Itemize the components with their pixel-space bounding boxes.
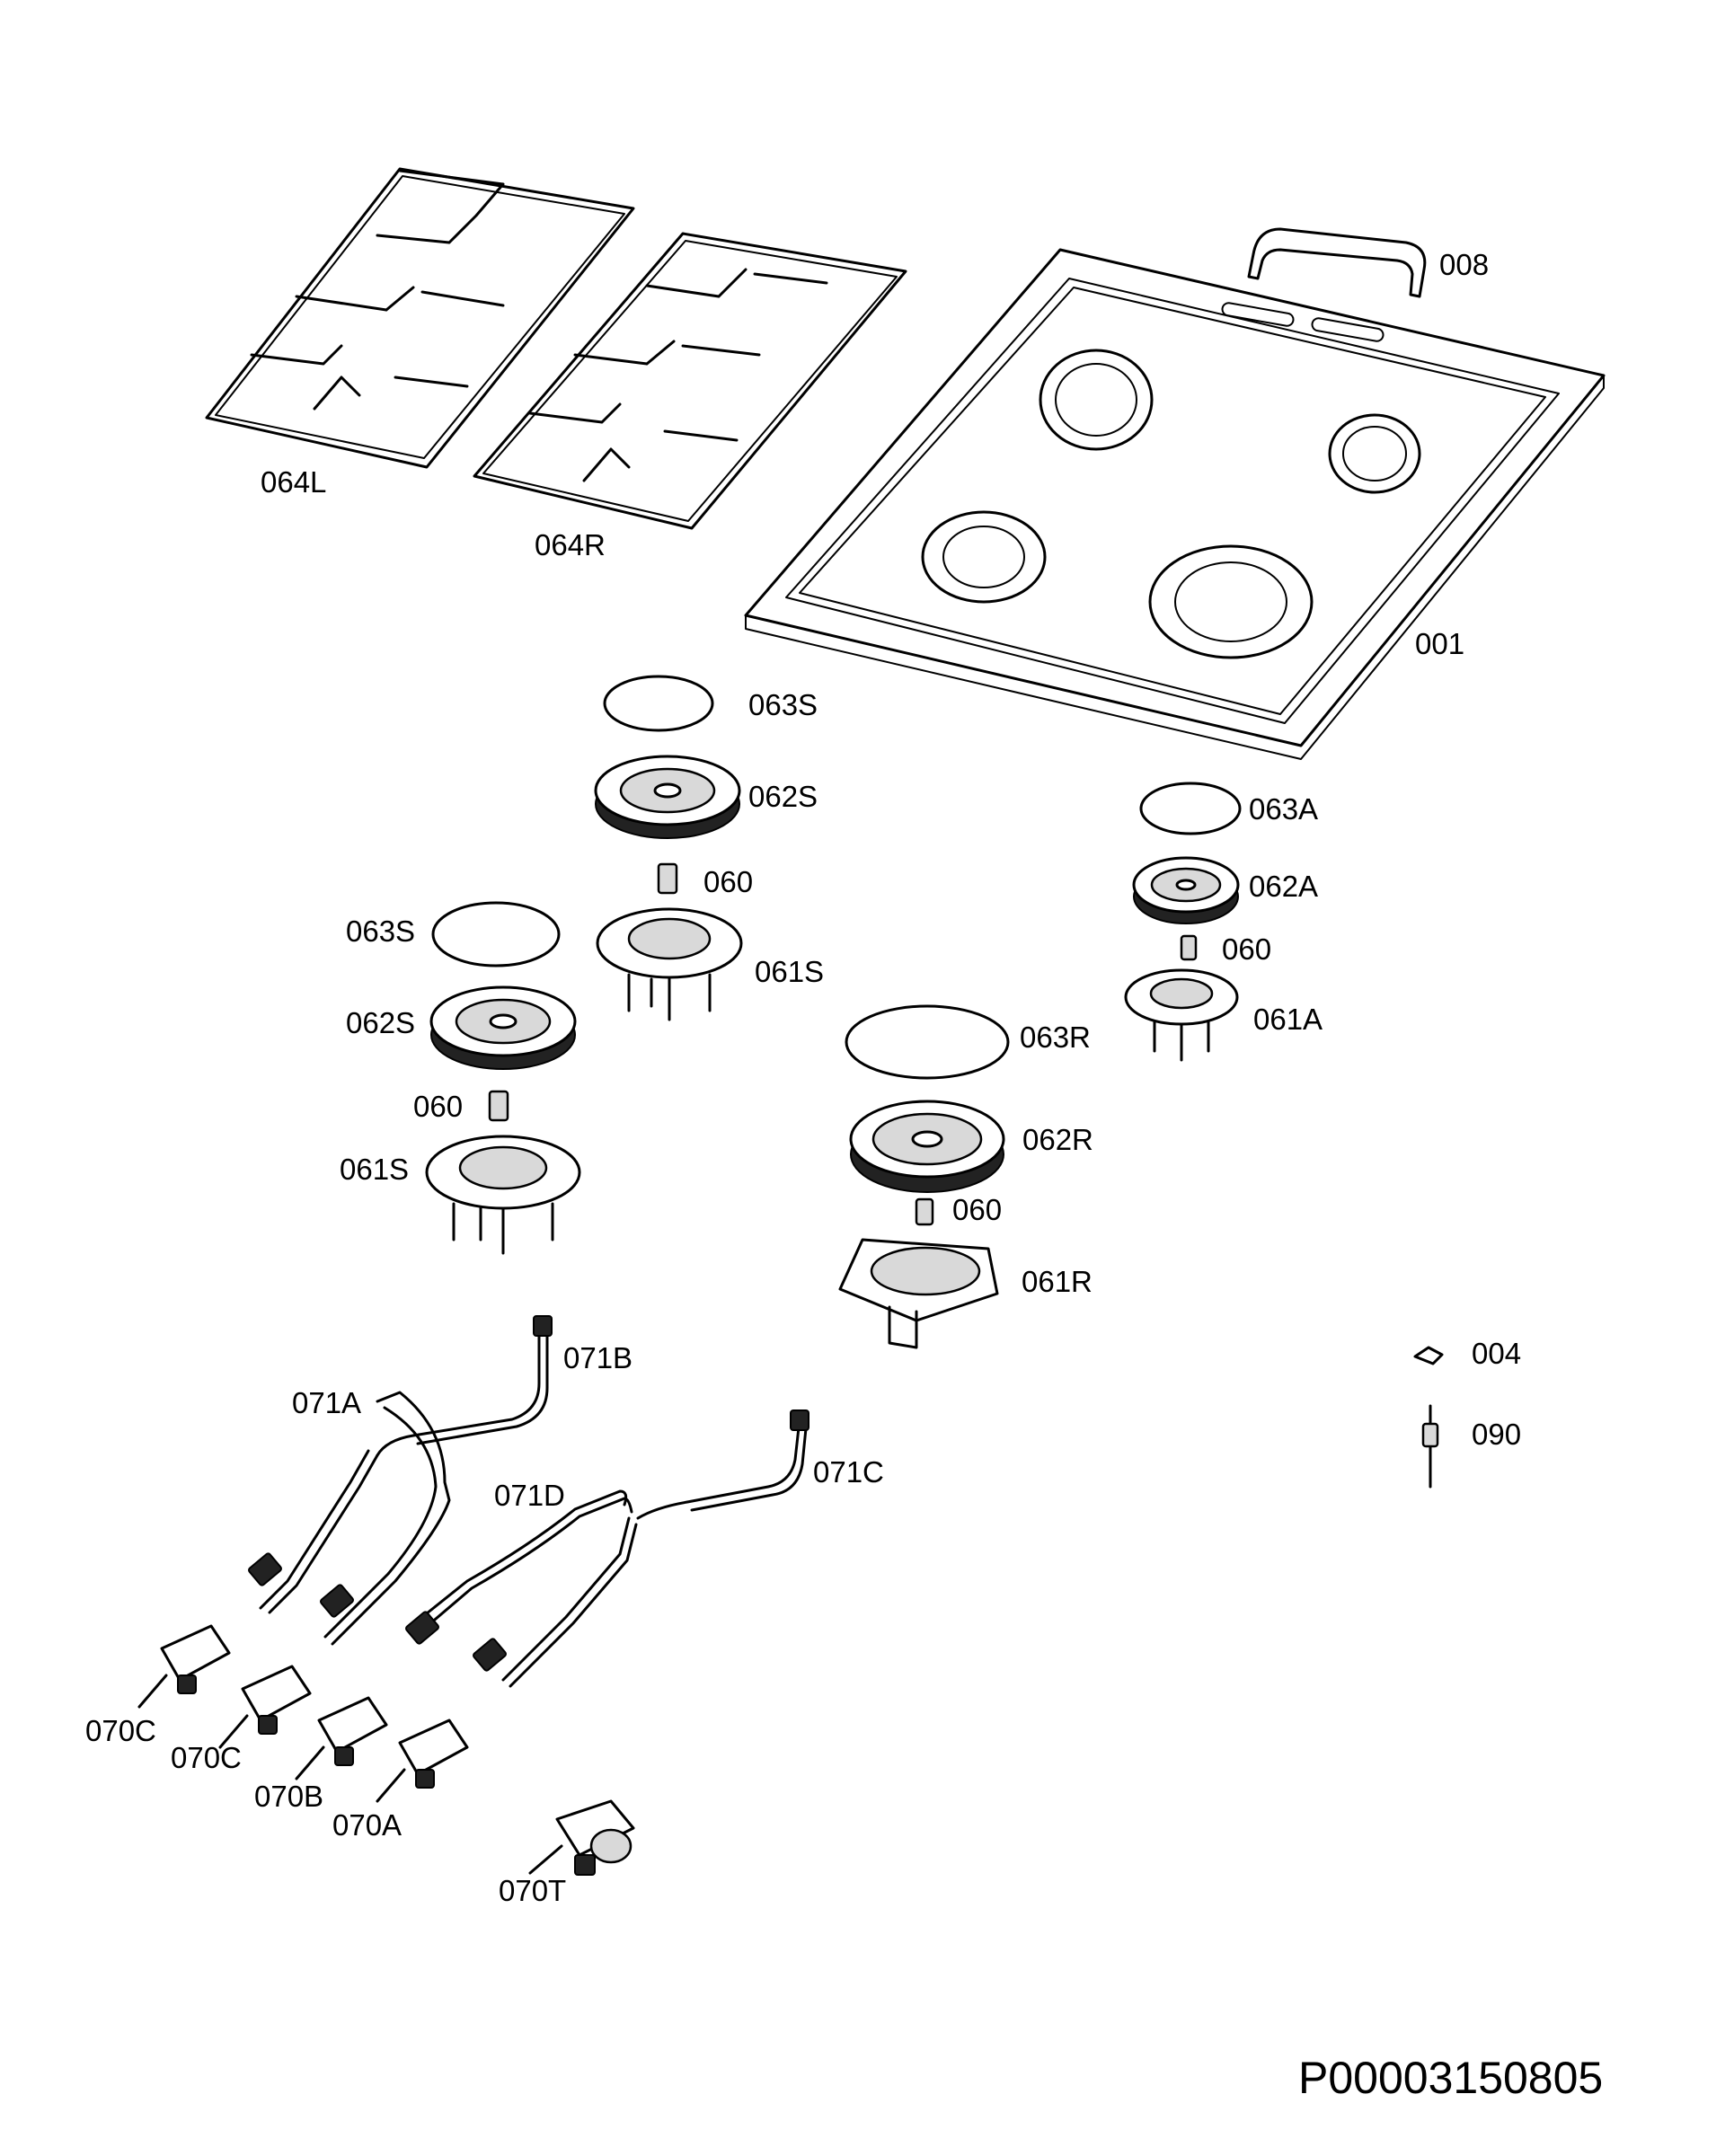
label-071C: 071C xyxy=(813,1455,884,1489)
label-064L: 064L xyxy=(261,465,327,499)
label-060-R: 060 xyxy=(952,1193,1003,1226)
gas-pipe-071C xyxy=(636,1409,809,1520)
label-070C-b: 070C xyxy=(171,1741,242,1774)
gas-tap-070A xyxy=(376,1719,469,1803)
label-070T: 070T xyxy=(499,1874,567,1907)
label-062A: 062A xyxy=(1249,870,1319,903)
burner-crown-062A xyxy=(1132,856,1240,924)
hob-top-001 xyxy=(744,248,1606,760)
label-060-A: 060 xyxy=(1222,932,1272,966)
injector-060-A xyxy=(1180,934,1198,961)
label-061R: 061R xyxy=(1022,1265,1093,1298)
burner-crown-062R xyxy=(849,1100,1005,1193)
label-001: 001 xyxy=(1415,627,1465,660)
label-062S-upper: 062S xyxy=(748,780,818,813)
label-064R: 064R xyxy=(535,528,606,561)
gas-pipe-071B xyxy=(376,1315,553,1457)
label-063R: 063R xyxy=(1020,1021,1091,1054)
burner-cap-063S-upper xyxy=(603,675,714,732)
label-060-upper: 060 xyxy=(703,865,754,898)
injector-060-lower xyxy=(488,1090,509,1122)
pan-support-064L xyxy=(205,167,635,469)
label-061A: 061A xyxy=(1253,1003,1323,1036)
gas-tap-070C-b xyxy=(218,1665,312,1749)
label-071D: 071D xyxy=(494,1479,565,1512)
label-090: 090 xyxy=(1472,1418,1522,1451)
clip-004 xyxy=(1413,1346,1444,1365)
burner-base-061S-upper xyxy=(596,907,743,1021)
burner-cap-063A xyxy=(1139,782,1242,835)
label-060-lower: 060 xyxy=(413,1090,464,1123)
label-063A: 063A xyxy=(1249,792,1319,826)
label-062R: 062R xyxy=(1022,1123,1093,1156)
gas-tap-070T xyxy=(528,1799,635,1876)
label-063S-lower: 063S xyxy=(346,915,416,948)
burner-cap-063S-lower xyxy=(431,901,561,968)
injector-060-R xyxy=(915,1197,934,1226)
label-071B: 071B xyxy=(563,1341,633,1374)
gas-tap-070B xyxy=(295,1696,388,1780)
gas-pipe-071A xyxy=(248,1391,451,1646)
burner-crown-062S-upper xyxy=(594,755,741,839)
burner-cap-063R xyxy=(845,1004,1010,1080)
handle-008 xyxy=(1247,227,1427,298)
label-061S-lower: 061S xyxy=(340,1153,410,1186)
burner-base-061R xyxy=(838,1238,999,1349)
label-062S-lower: 062S xyxy=(346,1006,416,1039)
thermocouple-090 xyxy=(1421,1404,1439,1489)
document-id: P00003150805 xyxy=(1298,2053,1604,2103)
label-063S-upper: 063S xyxy=(748,688,818,721)
injector-060-upper xyxy=(657,862,678,895)
label-004: 004 xyxy=(1472,1337,1522,1370)
label-061S-upper: 061S xyxy=(755,955,825,988)
label-070C-a: 070C xyxy=(85,1714,156,1747)
pan-support-064R xyxy=(473,232,907,530)
label-071A: 071A xyxy=(292,1386,362,1419)
label-070B: 070B xyxy=(254,1780,324,1813)
label-008: 008 xyxy=(1439,248,1490,281)
gas-tap-070C-a xyxy=(137,1624,231,1709)
label-070A: 070A xyxy=(332,1808,403,1842)
burner-base-061S-lower xyxy=(425,1135,581,1255)
burner-base-061A xyxy=(1124,968,1239,1062)
gas-pipe-071D xyxy=(405,1489,638,1688)
burner-crown-062S-lower xyxy=(429,985,577,1070)
